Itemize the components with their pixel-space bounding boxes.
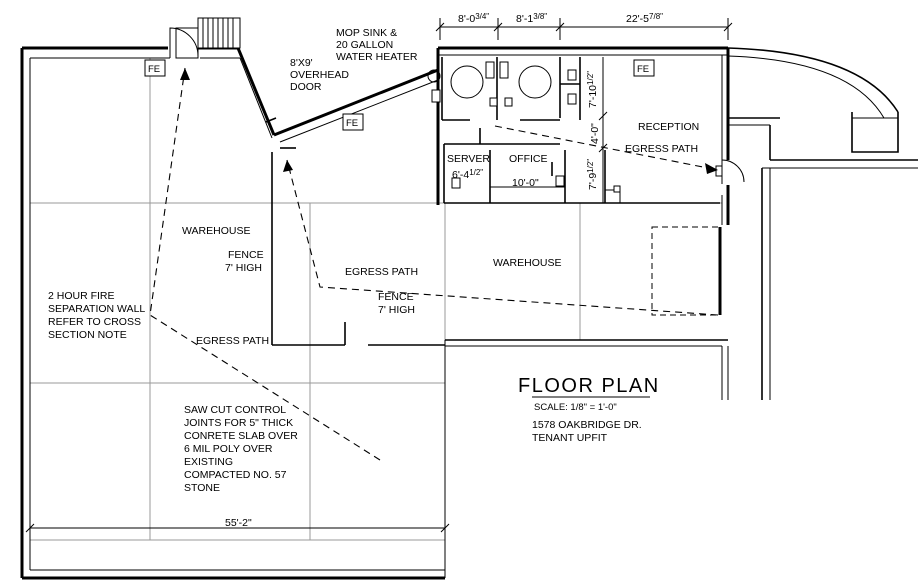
- mop-sink-note: MOP SINK & 20 GALLON WATER HEATER: [336, 27, 418, 63]
- door-note-line-1: 8'X9': [290, 57, 313, 69]
- fire-wall-line-4: SECTION NOTE: [48, 329, 127, 341]
- fire-wall-line-2: SEPARATION WALL: [48, 303, 145, 315]
- slab-line-7: STONE: [184, 482, 220, 494]
- slab-line-6: COMPACTED NO. 57: [184, 469, 287, 481]
- room-dimensions: 6'-41/2" 10'-0" 7'-101/2" 4'-0" 7'-91/2"…: [225, 71, 601, 529]
- vertical-dim-3: 7'-91/2": [586, 159, 599, 190]
- vertical-dim-2: 4'-0": [589, 123, 601, 144]
- overhead-door-outline: [265, 117, 722, 316]
- dim-3: 22'-57/8": [626, 12, 663, 25]
- slab-line-4: 6 MIL POLY OVER: [184, 443, 273, 455]
- fire-wall-line-1: 2 HOUR FIRE: [48, 290, 115, 302]
- room-office: OFFICE: [509, 153, 548, 165]
- fire-wall-line-3: REFER TO CROSS: [48, 316, 141, 328]
- fe-label-1: FE: [148, 64, 160, 75]
- office-width: 10'-0": [512, 177, 539, 189]
- fe-label-3: FE: [637, 64, 649, 75]
- fence-left-line-2: 7' HIGH: [225, 262, 262, 274]
- fire-wall-note: 2 HOUR FIRE SEPARATION WALL REFER TO CRO…: [48, 290, 145, 341]
- mop-note-line-3: WATER HEATER: [336, 51, 418, 63]
- egress-paths: [149, 67, 719, 461]
- exterior-walls: [20, 46, 918, 580]
- vertical-dim-1: 7'-101/2": [586, 71, 599, 108]
- plan-title: FLOOR PLAN: [518, 375, 660, 397]
- extinguisher-labels: FE FE FE: [148, 64, 649, 129]
- overhead-door-note: 8'X9' OVERHEAD DOOR: [290, 57, 349, 93]
- plan-scale: SCALE: 1/8" = 1'-0": [534, 402, 617, 413]
- top-dimensions: 8'-03/4" 8'-13/8" 22'-57/8": [458, 12, 663, 25]
- entry-stairs: [169, 17, 241, 59]
- egress-label-reception: EGRESS PATH: [625, 143, 698, 155]
- fence-left-line-1: FENCE: [228, 249, 264, 261]
- slab-line-1: SAW CUT CONTROL: [184, 404, 286, 416]
- egress-label-left: EGRESS PATH: [196, 335, 269, 347]
- server-width: 6'-41/2": [452, 168, 483, 181]
- fence-right-line-2: 7' HIGH: [378, 304, 415, 316]
- room-labels: SERVER OFFICE RECEPTION WAREHOUSE WAREHO…: [182, 121, 699, 269]
- slab-line-5: EXISTING: [184, 456, 233, 468]
- fe-label-2: FE: [346, 118, 358, 129]
- door-note-line-2: OVERHEAD: [290, 69, 349, 81]
- room-server: SERVER: [447, 153, 490, 165]
- fence-right-line-1: FENCE: [378, 291, 414, 303]
- plan-project: TENANT UPFIT: [532, 432, 608, 444]
- overall-width: 55'-2": [225, 517, 252, 529]
- fire-extinguishers: [144, 59, 655, 131]
- room-warehouse-right: WAREHOUSE: [493, 257, 561, 269]
- entrance-canopy: [727, 47, 899, 153]
- egress-label-center: EGRESS PATH: [345, 266, 418, 278]
- right-doors: [715, 159, 745, 184]
- fence-notes: FENCE 7' HIGH FENCE 7' HIGH: [225, 249, 415, 316]
- control-joint-grid: [30, 58, 722, 541]
- interior-walls: [271, 57, 720, 346]
- room-reception: RECEPTION: [638, 121, 699, 133]
- dim-2: 8'-13/8": [516, 12, 547, 25]
- mop-note-line-1: MOP SINK &: [336, 27, 397, 39]
- slab-line-3: CONRETE SLAB OVER: [184, 430, 298, 442]
- plan-address: 1578 OAKBRIDGE DR.: [532, 419, 642, 431]
- restroom-fixtures: [427, 61, 621, 193]
- mop-note-line-2: 20 GALLON: [336, 39, 393, 51]
- title-block: FLOOR PLAN SCALE: 1/8" = 1'-0" 1578 OAKB…: [518, 375, 660, 444]
- room-warehouse-left: WAREHOUSE: [182, 225, 250, 237]
- dim-1: 8'-03/4": [458, 12, 489, 25]
- slab-note: SAW CUT CONTROL JOINTS FOR 5" THICK CONR…: [184, 404, 298, 494]
- slab-line-2: JOINTS FOR 5" THICK: [184, 417, 293, 429]
- dimension-lines: [25, 18, 733, 540]
- door-note-line-3: DOOR: [290, 81, 322, 93]
- egress-labels: EGRESS PATH EGRESS PATH EGRESS PATH: [196, 143, 698, 347]
